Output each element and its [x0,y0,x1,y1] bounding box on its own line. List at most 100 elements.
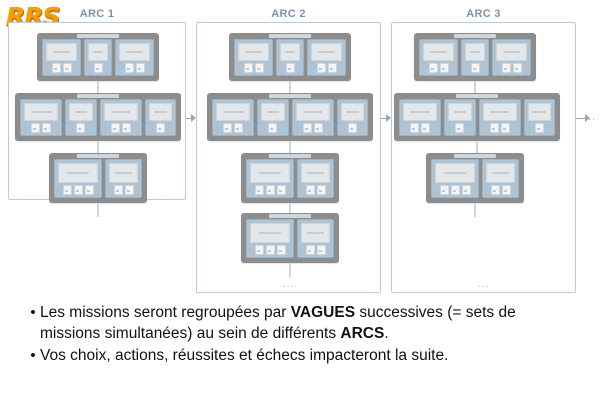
mission-objective-icon [347,123,357,133]
mission-card[interactable] [115,39,154,76]
bullet-marker: • [30,304,36,321]
bullet-item: •Les missions seront regroupées par VAGU… [26,302,574,344]
mission-objective-icon [62,63,72,73]
mission-card[interactable] [257,99,289,136]
arc-title-1: ARC 1 [79,8,115,20]
mission-card[interactable] [307,39,346,76]
arc-container-2[interactable]: ... [196,22,381,293]
mission-card[interactable] [65,99,97,136]
arrow-head-icon [191,114,196,122]
mission-objective-icon [461,185,471,195]
mission-card[interactable] [276,39,304,76]
mission-card[interactable] [54,159,102,198]
arrow-head-icon [585,114,590,122]
mission-card[interactable] [431,159,479,198]
wave-container[interactable] [394,93,560,141]
flow-trailing-ellipsis: ... [584,111,597,123]
wave-container[interactable] [241,153,339,203]
wave-connector [289,141,291,153]
mission-icon-row [301,185,330,195]
mission-objective-icon [265,245,275,255]
mission-card-title [109,163,138,183]
mission-objective-icon [490,185,500,195]
mission-card[interactable] [105,159,142,198]
mission-icon-row [24,123,58,133]
wave-connector [474,203,476,217]
mission-card[interactable] [297,159,334,198]
mission-card[interactable] [523,99,555,136]
wave-label-tab [77,94,119,98]
bullet-text: Les missions seront regroupées par VAGUE… [40,302,574,344]
wave-connector [474,81,476,93]
mission-title-placeholder [284,51,296,53]
mission-card[interactable] [399,99,442,136]
wave-container[interactable] [207,93,373,141]
mission-title-placeholder [31,111,51,113]
mission-title-placeholder [115,172,132,174]
mission-objective-icon [113,185,123,195]
mission-card[interactable] [461,39,489,76]
mission-card[interactable] [291,99,334,136]
mission-card[interactable] [482,159,519,198]
mission-objective-icon [223,123,233,133]
wave-connector [97,81,99,93]
wave-container[interactable] [426,153,524,203]
mission-card[interactable] [336,99,368,136]
mission-card[interactable] [42,39,81,76]
mission-title-placeholder [443,172,467,174]
mission-title-placeholder [453,111,467,113]
wave-container[interactable] [241,213,339,263]
wave-container[interactable] [49,153,147,203]
mission-objective-icon [327,63,337,73]
wave-container[interactable] [37,33,159,81]
mission-icon-row [149,123,172,133]
mission-objective-icon [316,63,326,73]
mission-card[interactable] [297,219,334,258]
mission-card[interactable] [246,219,294,258]
mission-title-placeholder [317,51,336,53]
mission-card[interactable] [20,99,63,136]
mission-icon-row [104,123,138,133]
wave-container[interactable] [414,33,536,81]
mission-icon-row [216,123,250,133]
mission-title-placeholder [502,51,521,53]
arc-container-3[interactable]: ... [391,22,576,293]
mission-card[interactable] [478,99,521,136]
mission-card[interactable] [246,159,294,198]
arc-more-ellipsis: ... [477,278,490,290]
mission-card-title [261,103,285,121]
mission-card-title [423,43,454,61]
wave-container[interactable] [15,93,181,141]
mission-card[interactable] [234,39,273,76]
mission-title-placeholder [410,111,430,113]
mission-card-title [295,103,330,121]
mission-objective-icon [155,123,165,133]
mission-title-placeholder [244,51,263,53]
mission-card[interactable] [99,99,142,136]
bullet-span: Vos choix, actions, réussites et échecs … [40,347,449,364]
wave-label-tab [456,94,498,98]
mission-card[interactable] [444,99,476,136]
mission-card-title [250,223,290,243]
mission-objective-icon [62,185,72,195]
mission-title-placeholder [307,172,324,174]
wave-container[interactable] [229,33,351,81]
mission-objective-icon [305,245,315,255]
mission-card[interactable] [212,99,255,136]
mission-card[interactable] [144,99,176,136]
mission-icon-row [496,63,527,73]
mission-card-title [216,103,251,121]
mission-objective-icon [73,185,83,195]
mission-card[interactable] [84,39,112,76]
mission-objective-icon [512,63,522,73]
arc-container-1[interactable] [8,22,186,217]
mission-card[interactable] [492,39,531,76]
mission-title-placeholder [74,111,88,113]
wave-label-tab [269,154,311,158]
wave-connector [289,203,291,213]
mission-card[interactable] [419,39,458,76]
mission-icon-row [465,63,485,73]
arrow-head-icon [386,114,391,122]
mission-card-title [24,103,59,121]
mission-icon-row [46,63,77,73]
